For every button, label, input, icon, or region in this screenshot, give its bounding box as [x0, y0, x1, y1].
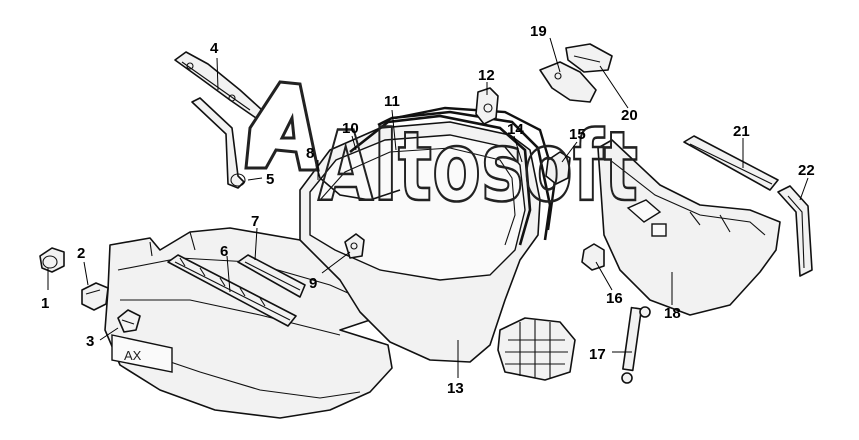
- callout-1: 1: [41, 295, 49, 312]
- side-trim-strip: [777, 185, 813, 277]
- callouts: 1 2 3 4 5 6 7 8 9 10 11 12 13 14 15 16 1…: [41, 23, 815, 397]
- callout-9: 9: [309, 275, 317, 292]
- callout-20: 20: [621, 107, 638, 124]
- callout-8: 8: [306, 145, 314, 162]
- leader-lines: [47, 37, 809, 378]
- altosoft-watermark: Altosoft: [244, 80, 639, 224]
- callout-12: 12: [478, 67, 495, 84]
- rear-bumper: AX: [104, 227, 393, 419]
- callout-11: 11: [384, 93, 400, 110]
- tailgate-trim-panel: [597, 139, 781, 316]
- callout-15: 15: [569, 126, 586, 143]
- callout-22: 22: [798, 162, 815, 179]
- plate-text: AX: [124, 348, 142, 363]
- callout-6: 6: [220, 243, 228, 260]
- bumper-bracket-left: [39, 247, 65, 273]
- callout-7: 7: [251, 213, 259, 230]
- callout-4: 4: [210, 40, 219, 57]
- tailgate-hinge: [539, 43, 613, 103]
- callout-16: 16: [606, 290, 623, 307]
- callout-21: 21: [733, 123, 750, 140]
- callout-14: 14: [507, 121, 524, 138]
- callout-5: 5: [266, 171, 274, 188]
- roof-trim-strip: [683, 135, 779, 191]
- callout-19: 19: [530, 23, 547, 40]
- lock-rod: [315, 164, 401, 201]
- watermark-text: Altosoft: [318, 111, 638, 223]
- callout-13: 13: [447, 380, 464, 397]
- hinge-bracket: [191, 97, 246, 189]
- callout-18: 18: [664, 305, 681, 322]
- gas-strut-bracket: [581, 243, 605, 271]
- bumper-clip: [81, 282, 109, 311]
- gas-strut: [621, 306, 651, 384]
- tailgate-hinge-arm: [174, 51, 263, 119]
- callout-3: 3: [86, 333, 94, 350]
- step-strip: [237, 254, 306, 298]
- tailgate-latch: [475, 87, 499, 125]
- tailgate-seal: [349, 106, 557, 246]
- tail-light: [497, 317, 576, 381]
- license-plate-area: [111, 334, 173, 373]
- reflector: [117, 309, 141, 333]
- callout-10: 10: [342, 120, 359, 137]
- bumper-trim-strip: [167, 254, 297, 327]
- callout-17: 17: [589, 346, 606, 363]
- callout-2: 2: [77, 245, 85, 262]
